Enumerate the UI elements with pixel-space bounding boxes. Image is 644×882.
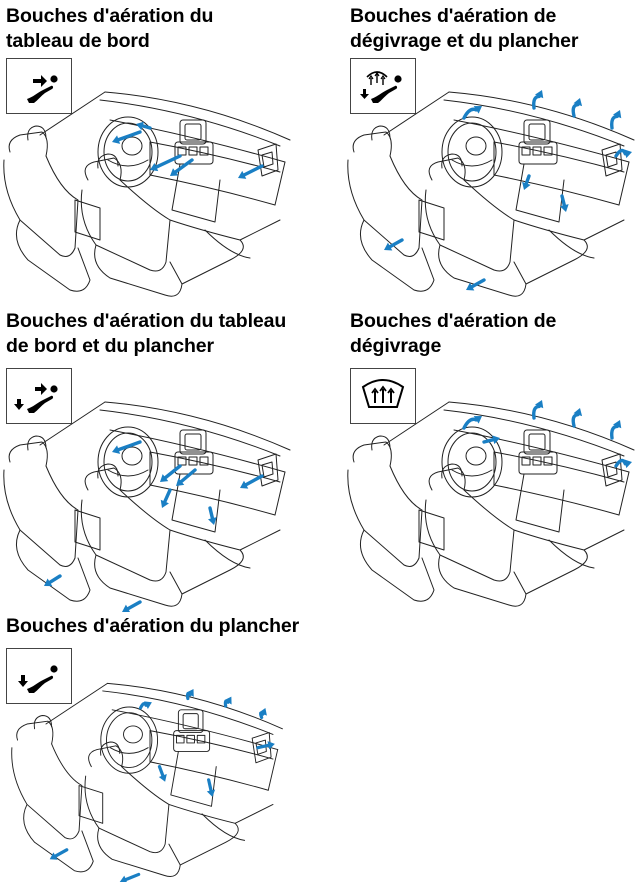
title-line-1: Bouches d'aération du plancher (6, 615, 300, 637)
panel-dashboard: Bouches d'aération du tableau de bord (0, 0, 322, 300)
airflow-arrow (462, 106, 482, 120)
airflow-arrow (384, 238, 404, 251)
airflow-arrow (119, 872, 141, 882)
airflow-arrow (112, 130, 142, 144)
panel-defrost-floor: Bouches d'aération de dégivrage et du pl… (340, 0, 644, 300)
car-interior-illustration (347, 90, 635, 297)
airflow-arrow (208, 506, 217, 525)
airflow-arrow (185, 689, 194, 701)
airflow-arrow (614, 148, 632, 159)
airflow-arrow (138, 701, 152, 710)
car-interior-illustration (3, 401, 291, 612)
airflow-arrow (462, 416, 482, 430)
airflow-arrow (136, 121, 152, 131)
airflow-arrow (256, 741, 275, 750)
airflow-arrow (176, 468, 197, 486)
airflow-arrow (206, 778, 216, 797)
airflow-arrow (482, 435, 500, 445)
airflow-arrow (112, 440, 142, 454)
airflow-arrow (160, 488, 172, 508)
panel-title: Bouches d'aération du tableau de bord et… (6, 309, 286, 359)
airflow-arrow (49, 848, 69, 860)
airflow-arrow (571, 98, 583, 118)
airflow-arrow (522, 174, 531, 190)
floor-vents-icon (6, 648, 72, 704)
title-line-1: Bouches d'aération de (350, 310, 557, 332)
airflow-arrow (44, 574, 62, 587)
panel-title: Bouches d'aération du tableau de bord (6, 4, 213, 54)
airflow-arrow (466, 278, 486, 291)
panel-title: Bouches d'aération de dégivrage et du pl… (350, 4, 579, 54)
panel-floor: Bouches d'aération du plancher (0, 610, 330, 882)
airflow-arrow (223, 696, 232, 708)
panel-title: Bouches d'aération du plancher (6, 614, 299, 639)
airflow-arrow (157, 764, 167, 782)
car-interior-illustration (3, 91, 291, 297)
airflow-arrow (532, 90, 544, 110)
airflow-arrow (240, 474, 264, 489)
airflow-arrow (160, 464, 182, 482)
dashboard-vents-icon (6, 58, 72, 114)
airflow-arrow (614, 458, 632, 469)
dashboard-floor-vents-icon (6, 368, 72, 424)
title-line-2: de bord et du plancher (6, 335, 214, 357)
title-line-2: dégivrage (350, 335, 442, 357)
car-interior-illustration (11, 682, 283, 882)
airflow-arrow (532, 400, 544, 420)
title-line-1: Bouches d'aération du (6, 5, 214, 27)
panel-title: Bouches d'aération de dégivrage (350, 309, 556, 359)
airflow-arrow (559, 194, 569, 212)
airflow-arrow (610, 420, 622, 440)
title-line-1: Bouches d'aération de (350, 5, 557, 27)
airflow-arrow (122, 600, 142, 612)
title-line-2: dégivrage et du plancher (350, 30, 579, 52)
panel-dashboard-floor: Bouches d'aération du tableau de bord et… (0, 305, 330, 612)
airflow-arrow (610, 110, 622, 130)
defrost-floor-vents-icon (350, 58, 416, 114)
airflow-arrow (238, 164, 264, 179)
car-interior-illustration (347, 400, 635, 607)
airflow-arrow (150, 154, 182, 172)
airflow-arrow (170, 158, 194, 176)
title-line-2: tableau de bord (6, 30, 150, 52)
defrost-vents-icon (350, 368, 416, 424)
title-line-1: Bouches d'aération du tableau (6, 310, 287, 332)
panel-defrost: Bouches d'aération de dégivrage (340, 305, 644, 607)
airflow-arrow (258, 707, 267, 720)
airflow-arrow (571, 408, 583, 428)
